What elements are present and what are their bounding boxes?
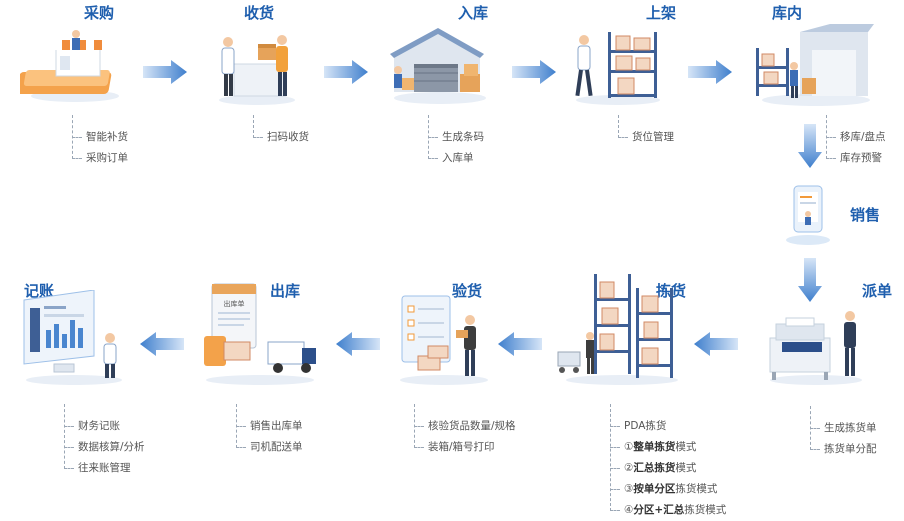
inbound-item-2: 入库单 (428, 148, 484, 169)
step-title-receive: 收货 (244, 4, 275, 22)
picking-racks-illustration (557, 274, 678, 385)
flow-arrow-down-1 (798, 124, 822, 168)
accounting-item-2: 数据核算/分析 (64, 437, 145, 458)
dispatch-item-2: 拣货单分配 (810, 439, 877, 460)
purchase-shop-illustration (20, 30, 119, 102)
inbound-warehouse-illustration (390, 28, 486, 104)
dispatch-sub-list: 生成拣货单 拣货单分配 (810, 406, 877, 460)
dispatch-printer-illustration (769, 311, 862, 385)
purchase-sub-list: 智能补货 采购订单 (72, 115, 128, 169)
picking-mode-4-num: ④ (624, 504, 634, 516)
picking-mode-3: ③按单分区拣货模式 (610, 479, 726, 500)
step-title-sales: 销售 (850, 206, 881, 224)
inbound-sub-list: 生成条码 入库单 (428, 115, 484, 169)
inspect-sub-list: 核验货品数量/规格 装箱/箱号打印 (414, 404, 516, 458)
picking-mode-2-rest: 模式 (675, 462, 697, 474)
accounting-dashboard-illustration (23, 290, 122, 385)
flow-arrow-right-3 (512, 60, 556, 84)
outbound-item-2: 司机配送单 (236, 437, 303, 458)
dispatch-item-1: 生成拣货单 (810, 418, 877, 439)
shelve-rack-illustration (575, 32, 660, 105)
outbound-sheet-label: 出库单 (224, 299, 245, 308)
picking-mode-3-rest: 拣货模式 (675, 483, 718, 495)
picking-mode-2-num: ② (624, 462, 634, 474)
picking-mode-4: ④分区+汇总拣货模式 (610, 500, 726, 521)
receive-people-illustration (219, 35, 295, 105)
warehouse-item-1: 移库/盘点 (826, 127, 886, 148)
warehouse-interior-illustration (756, 24, 874, 106)
step-title-outbound: 出库 (270, 282, 301, 300)
warehouse-sub-list: 移库/盘点 库存预警 (826, 115, 886, 169)
flow-arrow-right-1 (143, 60, 187, 84)
warehouse-item-2: 库存预警 (826, 148, 886, 169)
picking-mode-1: ①整单拣货模式 (610, 437, 726, 458)
flow-arrow-right-2 (324, 60, 368, 84)
step-title-inspect: 验货 (452, 282, 483, 300)
accounting-item-3: 往来账管理 (64, 458, 145, 479)
step-title-accounting: 记账 (24, 282, 55, 300)
step-title-dispatch: 派单 (862, 282, 893, 300)
flow-arrow-left-4 (140, 332, 184, 356)
shelve-sub-list: 货位管理 (618, 115, 674, 148)
picking-item-1: PDA拣货 (610, 416, 726, 437)
picking-mode-1-bold: 整单拣货 (633, 441, 676, 453)
step-title-inbound: 入库 (458, 4, 489, 22)
accounting-item-1: 财务记账 (64, 416, 145, 437)
inspect-item-1: 核验货品数量/规格 (414, 416, 516, 437)
accounting-sub-list: 财务记账 数据核算/分析 往来账管理 (64, 404, 145, 479)
receive-sub-list: 扫码收货 (253, 115, 309, 148)
step-title-shelve: 上架 (646, 4, 677, 22)
purchase-item-2: 采购订单 (72, 148, 128, 169)
step-title-warehouse: 库内 (772, 4, 803, 22)
picking-mode-3-bold: 按单分区 (633, 483, 676, 495)
inspect-checklist-illustration (400, 295, 488, 385)
flow-arrow-left-1 (694, 332, 738, 356)
picking-mode-4-bold: 分区+汇总 (633, 504, 685, 516)
picking-mode-2-bold: 汇总拣货 (633, 462, 676, 474)
picking-mode-1-num: ① (624, 441, 634, 453)
flow-arrow-left-2 (498, 332, 542, 356)
flow-arrow-down-2 (798, 258, 822, 302)
flow-arrow-left-3 (336, 332, 380, 356)
inspect-item-2: 装箱/箱号打印 (414, 437, 516, 458)
purchase-item-1: 智能补货 (72, 127, 128, 148)
picking-sub-list: PDA拣货 ①整单拣货模式 ②汇总拣货模式 ③按单分区拣货模式 ④分区+汇总拣货… (610, 404, 726, 521)
outbound-sub-list: 销售出库单 司机配送单 (236, 404, 303, 458)
outbound-truck-illustration: 出库单 (204, 283, 316, 385)
flow-arrow-right-4 (688, 60, 732, 84)
outbound-item-1: 销售出库单 (236, 416, 303, 437)
sales-tablet-illustration (786, 185, 830, 245)
shelve-item-1: 货位管理 (618, 127, 674, 148)
inbound-item-1: 生成条码 (428, 127, 484, 148)
step-title-purchase: 采购 (84, 4, 115, 22)
picking-mode-1-rest: 模式 (675, 441, 697, 453)
picking-mode-4-rest: 拣货模式 (684, 504, 727, 516)
picking-mode-3-num: ③ (624, 483, 634, 495)
picking-mode-2: ②汇总拣货模式 (610, 458, 726, 479)
receive-item-1: 扫码收货 (253, 127, 309, 148)
